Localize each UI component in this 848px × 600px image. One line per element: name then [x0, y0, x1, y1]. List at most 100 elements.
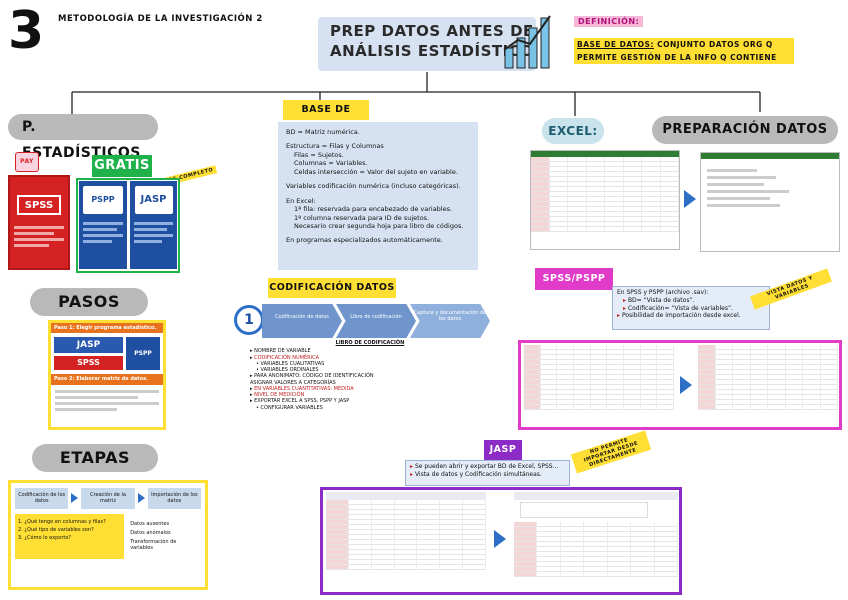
chevron-step-2: Libro de codificación — [336, 304, 416, 338]
spss-variable-row — [698, 345, 838, 350]
definition-label: DEFINICIÓN: — [574, 16, 644, 27]
jasp-title-text: JASP — [489, 444, 517, 455]
jasp-variable-row — [514, 567, 678, 572]
spss-data-row — [524, 380, 674, 385]
jasp-data-row — [326, 510, 486, 515]
main-title-line2: ANÁLISIS ESTADÍSTICO — [330, 42, 534, 60]
spss-variable-row — [698, 355, 838, 360]
jasp-data-row — [326, 540, 486, 545]
jasp-variable-row — [514, 542, 678, 547]
bd-item-5: Celdas intersección = Valor del sujeto e… — [294, 167, 458, 176]
spss-variable-row — [698, 370, 838, 375]
bd-item-7: En Excel: — [286, 196, 316, 205]
excel-codebook-sheet — [700, 152, 840, 252]
jasp-variable-row — [514, 552, 678, 557]
spss-item-1: En SPSS y PSPP (archivo .sav): — [617, 289, 709, 296]
jasp-card: JASP — [130, 181, 177, 269]
etapa-question-2: 2. ¿Qué tipo de variables son? — [18, 526, 94, 533]
definition-text: CONJUNTO DATOS ORG Q PERMITE GESTIÓN DE … — [577, 40, 777, 62]
spss-data-row — [524, 390, 674, 395]
excel-title-text: EXCEL: — [548, 124, 598, 138]
connector-lines — [71, 72, 761, 116]
excel-row — [531, 157, 679, 162]
note-6: ASIGNAR VALORES A CATEGORÍAS — [250, 379, 336, 386]
jasp-data-row — [326, 515, 486, 520]
jasp-data-row — [326, 500, 486, 505]
spss-data-row — [524, 400, 674, 405]
pasos-title: PASOS — [30, 288, 148, 316]
pasos-jasp-text: JASP — [76, 340, 101, 351]
section-number: 3 — [8, 1, 45, 61]
pasos-jasp-logo: JASP — [54, 337, 123, 354]
spss-item-4: ▸ Posibilidad de importación desde excel… — [617, 312, 741, 320]
jasp-data-row — [326, 560, 486, 565]
jasp-variable-row — [514, 547, 678, 552]
pspp-logo-text: PSPP — [91, 195, 115, 204]
bd-item-8: 1ª fila: reservada para encabezado de va… — [294, 205, 453, 214]
libro-codificacion-subtitle: LIBRO DE CODIFICACIÓN — [335, 340, 405, 346]
jasp-data-row — [326, 555, 486, 560]
spss-arrow-icon — [680, 376, 692, 394]
etapa-arrow-1 — [71, 493, 79, 504]
note-3: • VARIABLES CUALITATIVAS — [256, 360, 325, 367]
pay-badge: PAY — [15, 152, 39, 172]
etapa-question-3: 3. ¿Cómo lo exporto? — [18, 535, 72, 541]
note-8: ▸ NIVEL DE MEDICIÓN — [250, 392, 305, 398]
excel-row — [531, 177, 679, 182]
jasp-data-row — [326, 535, 486, 540]
etapa-3: Importación de los datos — [147, 488, 201, 509]
course-subtitle: METODOLOGÍA DE LA INVESTIGACIÓN 2 — [58, 14, 263, 24]
definition-term: BASE DE DATOS: — [577, 40, 654, 49]
excel-row — [531, 162, 679, 167]
codificacion-notes: LIBRO DE CODIFICACIÓN ▸ NOMBRE DE VARIAB… — [250, 340, 490, 411]
jasp-title: JASP — [484, 440, 522, 460]
jasp-data-row — [326, 530, 486, 535]
jasp-variable-row — [514, 562, 678, 567]
spss-data-row — [524, 345, 674, 350]
free-label: GRATIS — [94, 158, 150, 173]
note-4: • VARIABLES ORDINALES — [256, 367, 319, 373]
pasos-spss-logo: SPSS — [54, 356, 123, 371]
bd-item-11: En programas especializados automáticame… — [286, 236, 443, 245]
definition-box: BASE DE DATOS: CONJUNTO DATOS ORG Q PERM… — [574, 38, 794, 64]
jasp-variable-row — [514, 527, 678, 532]
excel-arrow-icon — [684, 190, 696, 208]
paso1-bar: Paso 1: Elegir programa estadístico. — [51, 323, 163, 334]
spss-pspp-title-text: SPSS/PSPP — [542, 273, 606, 284]
pasos-logos: JASP SPSS PSPP — [51, 333, 163, 374]
bd-item-10: Necesario crear segunda hoja para libro … — [294, 221, 464, 230]
jasp-note-text: NO PERMITE IMPORTAR DESDE DIRECTAMENTE — [583, 437, 639, 469]
spss-variable-row — [698, 400, 838, 405]
etapas-card: Codificación de los datos Creación de la… — [8, 480, 208, 590]
etapas-title: ETAPAS — [32, 444, 158, 472]
spss-data-row — [524, 395, 674, 400]
jasp-logo-text: JASP — [140, 194, 167, 205]
spss-variable-row — [698, 390, 838, 395]
spss-data-view — [524, 345, 674, 425]
etapa-arrow-2 — [137, 493, 145, 504]
jasp-item-1: ▸ Se pueden abrir y exportar BD de Excel… — [410, 463, 559, 470]
pspp-logo: PSPP — [83, 186, 123, 214]
etapa-item-1: Datos ausentes — [130, 520, 170, 527]
codificacion-step-number: 1 — [244, 312, 254, 328]
jasp-item-2: ▸ Vista de datos y Codificación simultán… — [410, 470, 542, 478]
etapa-1: Codificación de los datos — [15, 488, 69, 509]
etapa-item-3: Transformación de variables — [130, 539, 177, 552]
spss-variable-row — [698, 385, 838, 390]
etapa-2: Creación de la matriz — [81, 488, 135, 509]
jasp-data-row — [326, 550, 486, 555]
base-datos-box: BD = Matriz numérica. Estructura = Filas… — [278, 122, 478, 270]
excel-row — [531, 192, 679, 197]
paso1-text: Paso 1: Elegir programa estadístico. — [54, 325, 157, 331]
etapas-bottom: 1. ¿Qué tengo en columnas y filas? 2. ¿Q… — [11, 513, 205, 559]
note-5: ▸ PARA ANONIMATO: CÓDIGO DE IDENTIFICACI… — [250, 373, 374, 380]
etapa-question-1: 1. ¿Qué tengo en columnas y filas? — [18, 518, 106, 525]
excel-row — [531, 207, 679, 212]
stats-title: P. ESTADÍSTICOS — [8, 114, 158, 161]
jasp-data-view — [326, 492, 486, 590]
note-9: ▸ EXPORTAR EXCEL A SPSS, PSPP Y JASP — [250, 398, 350, 405]
etapas-right-list: Datos ausentes Datos anómalos Transforma… — [128, 514, 201, 559]
bd-item-2: Estructura = Filas y Columnas — [286, 142, 384, 151]
excel-row — [531, 212, 679, 217]
excel-row — [531, 202, 679, 207]
